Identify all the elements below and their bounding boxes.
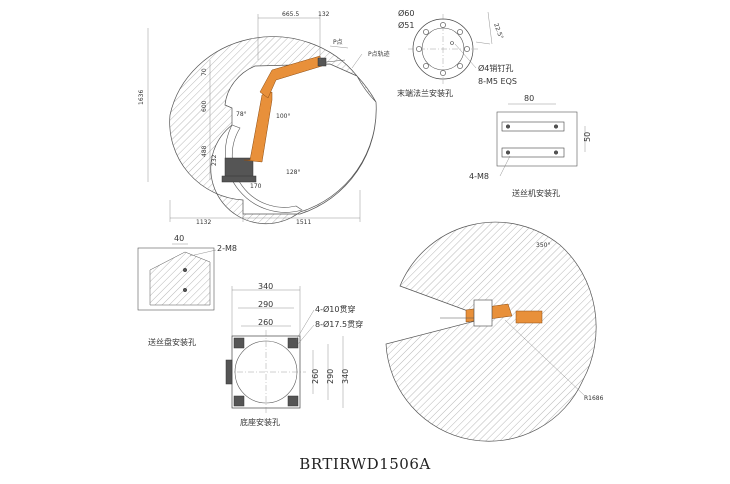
flange-pin-hole: Ø4销钉孔 (478, 63, 513, 73)
tray-part (149, 251, 211, 306)
feeder-hole (553, 150, 559, 155)
dim-1636: 1636 (138, 90, 145, 105)
robot-wrist (317, 57, 327, 67)
bolt-hole (464, 46, 470, 52)
pin-leader (454, 43, 477, 69)
radius-leader (504, 319, 586, 397)
label-p-track: P点轨迹 (368, 50, 390, 58)
side-angle: 350° (536, 242, 550, 249)
bolt-hole (440, 22, 446, 28)
robot-lower-arm (243, 91, 273, 163)
robot-side-wrist (515, 310, 543, 324)
base-v340: 340 (341, 369, 350, 384)
tray-caption: 送丝盘安装孔 (148, 337, 196, 347)
dim-488: 488 (201, 145, 208, 157)
dim-170: 170 (250, 183, 262, 190)
feeder-caption: 送丝机安装孔 (512, 188, 560, 198)
dim-232: 232 (211, 154, 218, 166)
tray-hole (182, 287, 188, 293)
robot-side-base (473, 299, 493, 327)
model-title: BRTIRWD1506A (299, 455, 431, 473)
bolt-hole (423, 29, 429, 35)
bolt-hole (457, 29, 463, 35)
feeder-d50: 50 (583, 132, 592, 142)
base-v290: 290 (326, 369, 335, 384)
flange-d51: Ø51 (398, 20, 414, 30)
feeder-slot-bottom (501, 147, 565, 158)
leader-p (329, 45, 349, 49)
base-corner-block (233, 337, 245, 349)
base-corner-block (287, 395, 299, 407)
base-caption: 底座安装孔 (240, 417, 280, 427)
dim-132: 132 (318, 11, 330, 18)
dim-70: 70 (201, 68, 208, 76)
base-hole-b: 8-Ø17.5贯穿 (315, 319, 363, 329)
base-leader-b (297, 324, 315, 345)
flange-d60: Ø60 (398, 8, 414, 18)
feeder-group: 80 50 4-M8 送丝机安装孔 (469, 94, 592, 198)
angle-100: 100° (276, 113, 290, 120)
base-leader-a (295, 309, 315, 341)
tray-hole (182, 267, 188, 273)
angle-ext (475, 41, 491, 45)
label-p-point: P点 (333, 38, 343, 46)
work-envelope-side (385, 221, 597, 442)
base-hole-a: 4-Ø10贯穿 (315, 304, 355, 314)
base-corner-block (287, 337, 299, 349)
bolt-hole (457, 63, 463, 69)
base-group: 340 290 260 4-Ø10贯穿 8-Ø17.5贯穿 260 290 34… (225, 282, 363, 427)
pin-hole (450, 41, 454, 45)
dim-1132: 1132 (196, 219, 211, 226)
flange-caption: 末端法兰安装孔 (397, 88, 453, 98)
bolt-hole (440, 70, 446, 76)
dim-665: 665.5 (282, 11, 299, 18)
feeder-hole (505, 124, 511, 129)
dim-1511: 1511 (296, 219, 311, 226)
side-radius: R1686 (584, 395, 604, 402)
angle-leader (487, 11, 493, 45)
feeder-leader (499, 155, 511, 177)
angle-78: 78° (236, 111, 247, 118)
torch-line (325, 59, 346, 63)
flange-angle: 22.5° (492, 22, 504, 40)
work-envelope-top (169, 36, 377, 225)
base-corner-block (233, 395, 245, 407)
dim-600: 600 (201, 100, 208, 112)
base-d340: 340 (258, 282, 273, 291)
tray-d40: 40 (174, 234, 184, 243)
base-d260: 260 (258, 318, 273, 327)
robot-base-plate (221, 175, 257, 183)
feeder-slot-top (501, 121, 565, 132)
top-view-group: 665.5 132 P点 P点轨迹 1636 70 600 488 232 78… (138, 11, 390, 226)
flange-group: Ø60 Ø51 22.5° Ø4销钉孔 8-M5 EQS 末端法兰安装孔 (397, 8, 517, 98)
wire-tray-group: 40 2-M8 送丝盘安装孔 (137, 234, 237, 347)
bolt-hole (416, 46, 422, 52)
feeder-hole (553, 124, 559, 129)
tray-leader (189, 249, 217, 257)
angle-128: 128° (286, 169, 300, 176)
feeder-d80: 80 (524, 94, 534, 103)
feeder-thread: 4-M8 (469, 172, 489, 181)
bolt-hole (423, 63, 429, 69)
tray-thread: 2-M8 (217, 244, 237, 253)
base-side-tab (225, 359, 233, 385)
side-view-group: 350° R1686 (385, 221, 604, 442)
base-d290: 290 (258, 300, 273, 309)
base-v260: 260 (311, 369, 320, 384)
leader-p-track (351, 53, 363, 69)
flange-thread: 8-M5 EQS (478, 77, 517, 86)
flange-bolt-holes (416, 22, 470, 76)
feeder-hole (505, 150, 511, 155)
